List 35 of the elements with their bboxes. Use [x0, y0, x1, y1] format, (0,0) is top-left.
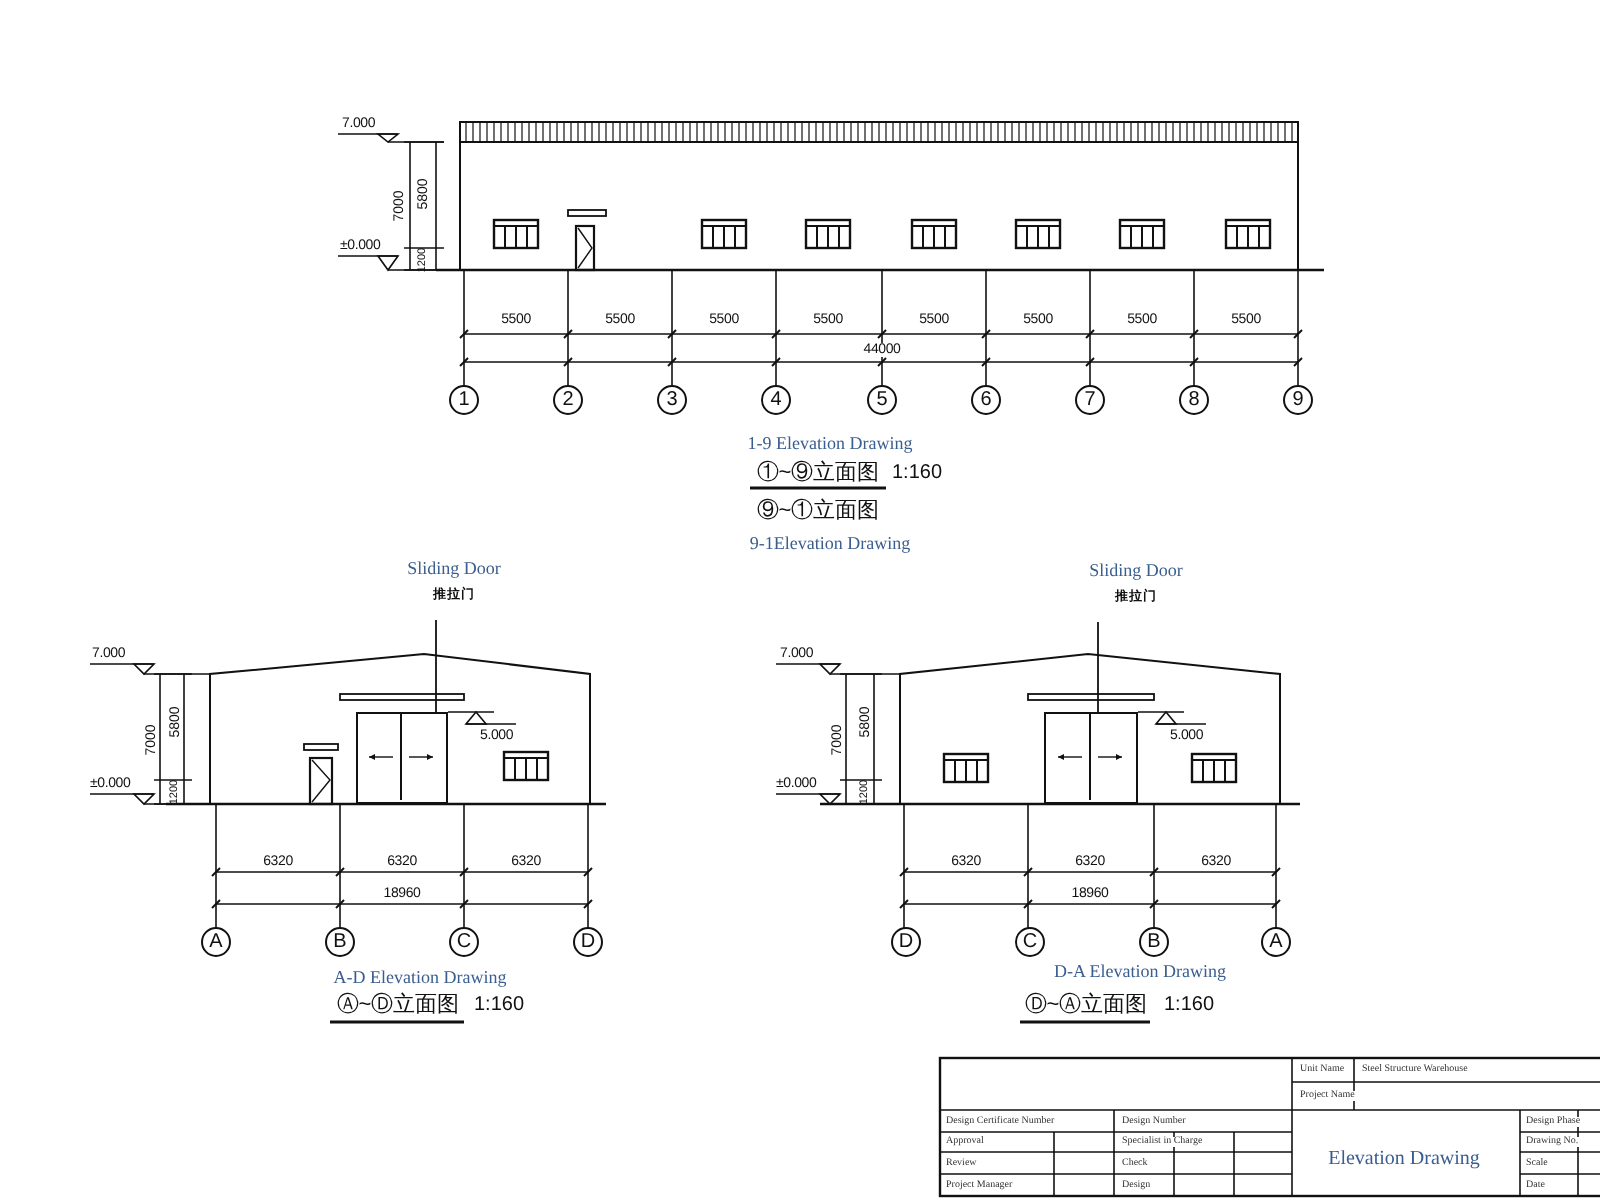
- drawing-title: ⑨~①立面图: [756, 501, 880, 523]
- scale-text: 1:160: [1164, 996, 1215, 1016]
- grid-bubble: 9: [1283, 385, 1313, 415]
- grid-bubble: 7: [1075, 385, 1105, 415]
- scale-text: 1:160: [474, 996, 525, 1016]
- grid-bubble: A: [201, 927, 231, 957]
- sliding-door: [356, 712, 448, 804]
- drawing-title: Ⓓ~Ⓐ立面图: [1024, 995, 1148, 1017]
- grid-bubble: D: [891, 927, 921, 957]
- title-block-title: Elevation Drawing: [1328, 1150, 1480, 1170]
- grid-bubble: 4: [761, 385, 791, 415]
- grid-bubble: C: [1015, 927, 1045, 957]
- drawing-title: Ⓐ~Ⓓ立面图: [336, 995, 460, 1017]
- grid-bubble: A: [1261, 927, 1291, 957]
- leader-line: [1097, 621, 1099, 713]
- grid-bubble: 5: [867, 385, 897, 415]
- scale-text: 1:160: [892, 464, 943, 484]
- grid-bubble: 1: [449, 385, 479, 415]
- sliding-door: [1044, 712, 1138, 804]
- grid-bubble: C: [449, 927, 479, 957]
- grid-bubble: 3: [657, 385, 687, 415]
- grid-bubble: 2: [553, 385, 583, 415]
- drawing-title: A-D Elevation Drawing: [333, 969, 507, 987]
- drawing-title: ①~⑨立面图: [756, 463, 880, 485]
- drawing-title: 9-1Elevation Drawing: [749, 535, 911, 553]
- grid-bubble: B: [325, 927, 355, 957]
- grid-bubble: 8: [1179, 385, 1209, 415]
- drawing-title: 1-9 Elevation Drawing: [747, 435, 913, 453]
- grid-bubble: B: [1139, 927, 1169, 957]
- leader-line: [435, 619, 437, 713]
- callout-title: Sliding Door: [407, 560, 501, 578]
- callout-title: Sliding Door: [1089, 562, 1183, 580]
- grid-bubble: D: [573, 927, 603, 957]
- drawing-title: D-A Elevation Drawing: [1054, 963, 1226, 981]
- grid-bubble: 6: [971, 385, 1001, 415]
